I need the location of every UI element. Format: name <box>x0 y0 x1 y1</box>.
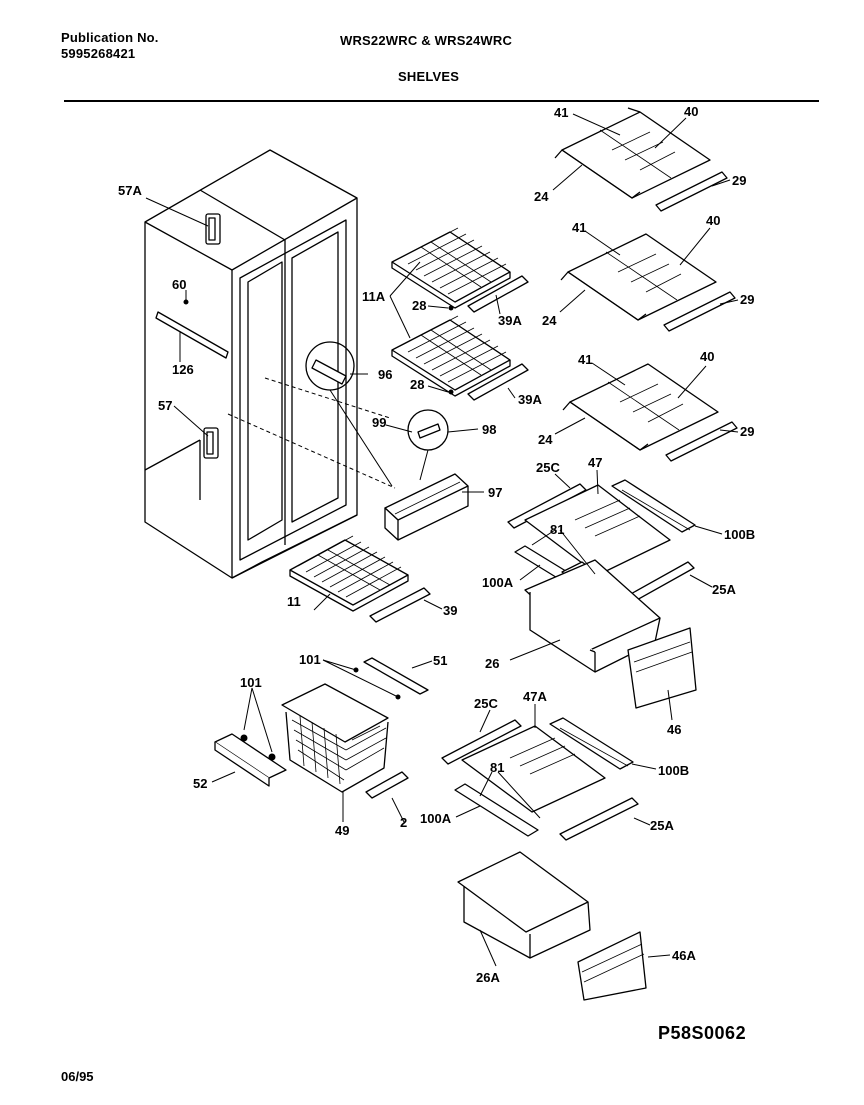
part-label-25c: 25C <box>474 696 498 711</box>
part-label-29: 29 <box>732 173 746 188</box>
part-label-29: 29 <box>740 292 754 307</box>
basket-rails <box>214 657 429 799</box>
part-label-57: 57 <box>158 398 172 413</box>
part-label-28: 28 <box>410 377 424 392</box>
part-label-57a: 57A <box>118 183 142 198</box>
part-label-39a: 39A <box>518 392 542 407</box>
part-label-81: 81 <box>550 522 564 537</box>
part-label-126: 126 <box>172 362 194 377</box>
crisper-drawer-lower <box>457 851 647 1001</box>
part-label-24: 24 <box>538 432 553 447</box>
part-label-47a: 47A <box>523 689 547 704</box>
part-label-98: 98 <box>482 422 496 437</box>
part-label-24: 24 <box>534 189 549 204</box>
part-label-40: 40 <box>684 104 698 119</box>
part-label-100b: 100B <box>724 527 755 542</box>
wire-shelf-upper <box>391 227 511 309</box>
section-title: SHELVES <box>398 69 460 84</box>
header-rule <box>64 100 819 102</box>
part-label-25c: 25C <box>536 460 560 475</box>
part-label-52: 52 <box>193 776 207 791</box>
part-label-41: 41 <box>572 220 586 235</box>
part-label-39a: 39A <box>498 313 522 328</box>
part-label-97: 97 <box>488 485 502 500</box>
leader-lines <box>145 113 739 967</box>
model-numbers: WRS22WRC & WRS24WRC <box>340 33 513 48</box>
crisper-cover-lower <box>441 717 639 841</box>
cabinet-drawing <box>144 149 396 579</box>
revision-date: 06/95 <box>61 1069 94 1084</box>
diagram-code: P58S0062 <box>658 1023 747 1043</box>
part-label-46a: 46A <box>672 948 696 963</box>
crisper-drawer-upper <box>524 559 697 709</box>
part-label-26a: 26A <box>476 970 500 985</box>
part-label-41: 41 <box>578 352 592 367</box>
shelf-support-parts <box>155 213 229 459</box>
part-label-11: 11 <box>287 594 301 609</box>
part-label-25a: 25A <box>712 582 736 597</box>
part-label-24: 24 <box>542 313 557 328</box>
part-label-28: 28 <box>412 298 426 313</box>
part-label-25a: 25A <box>650 818 674 833</box>
part-number-labels: 41 40 24 29 41 40 24 29 41 40 24 29 57A … <box>118 104 755 985</box>
part-label-47: 47 <box>588 455 602 470</box>
wire-shelf-lower <box>289 535 409 612</box>
door-bin-parts <box>305 341 469 541</box>
part-label-46: 46 <box>667 722 681 737</box>
publication-label: Publication No. <box>61 30 159 45</box>
part-label-40: 40 <box>706 213 720 228</box>
wire-shelf-middle <box>391 315 511 397</box>
glass-shelf-1 <box>554 107 728 212</box>
shelf-rails <box>369 275 529 623</box>
part-label-101: 101 <box>299 652 321 667</box>
publication-number: 5995268421 <box>61 46 136 61</box>
freezer-basket <box>281 683 389 793</box>
part-label-100a: 100A <box>482 575 514 590</box>
part-label-100a: 100A <box>420 811 452 826</box>
glass-shelf-3 <box>562 363 738 462</box>
part-label-60: 60 <box>172 277 186 292</box>
part-label-11a: 11A <box>362 289 386 304</box>
part-label-51: 51 <box>433 653 447 668</box>
part-label-41: 41 <box>554 105 568 120</box>
part-label-49: 49 <box>335 823 349 838</box>
part-label-96: 96 <box>378 367 392 382</box>
part-label-39: 39 <box>443 603 457 618</box>
part-label-29: 29 <box>740 424 754 439</box>
part-label-99: 99 <box>372 415 386 430</box>
part-label-81: 81 <box>490 760 504 775</box>
part-label-2: 2 <box>400 815 407 830</box>
part-label-40: 40 <box>700 349 714 364</box>
part-label-100b: 100B <box>658 763 689 778</box>
glass-shelf-2 <box>560 233 736 332</box>
part-label-101: 101 <box>240 675 262 690</box>
part-label-26: 26 <box>485 656 499 671</box>
